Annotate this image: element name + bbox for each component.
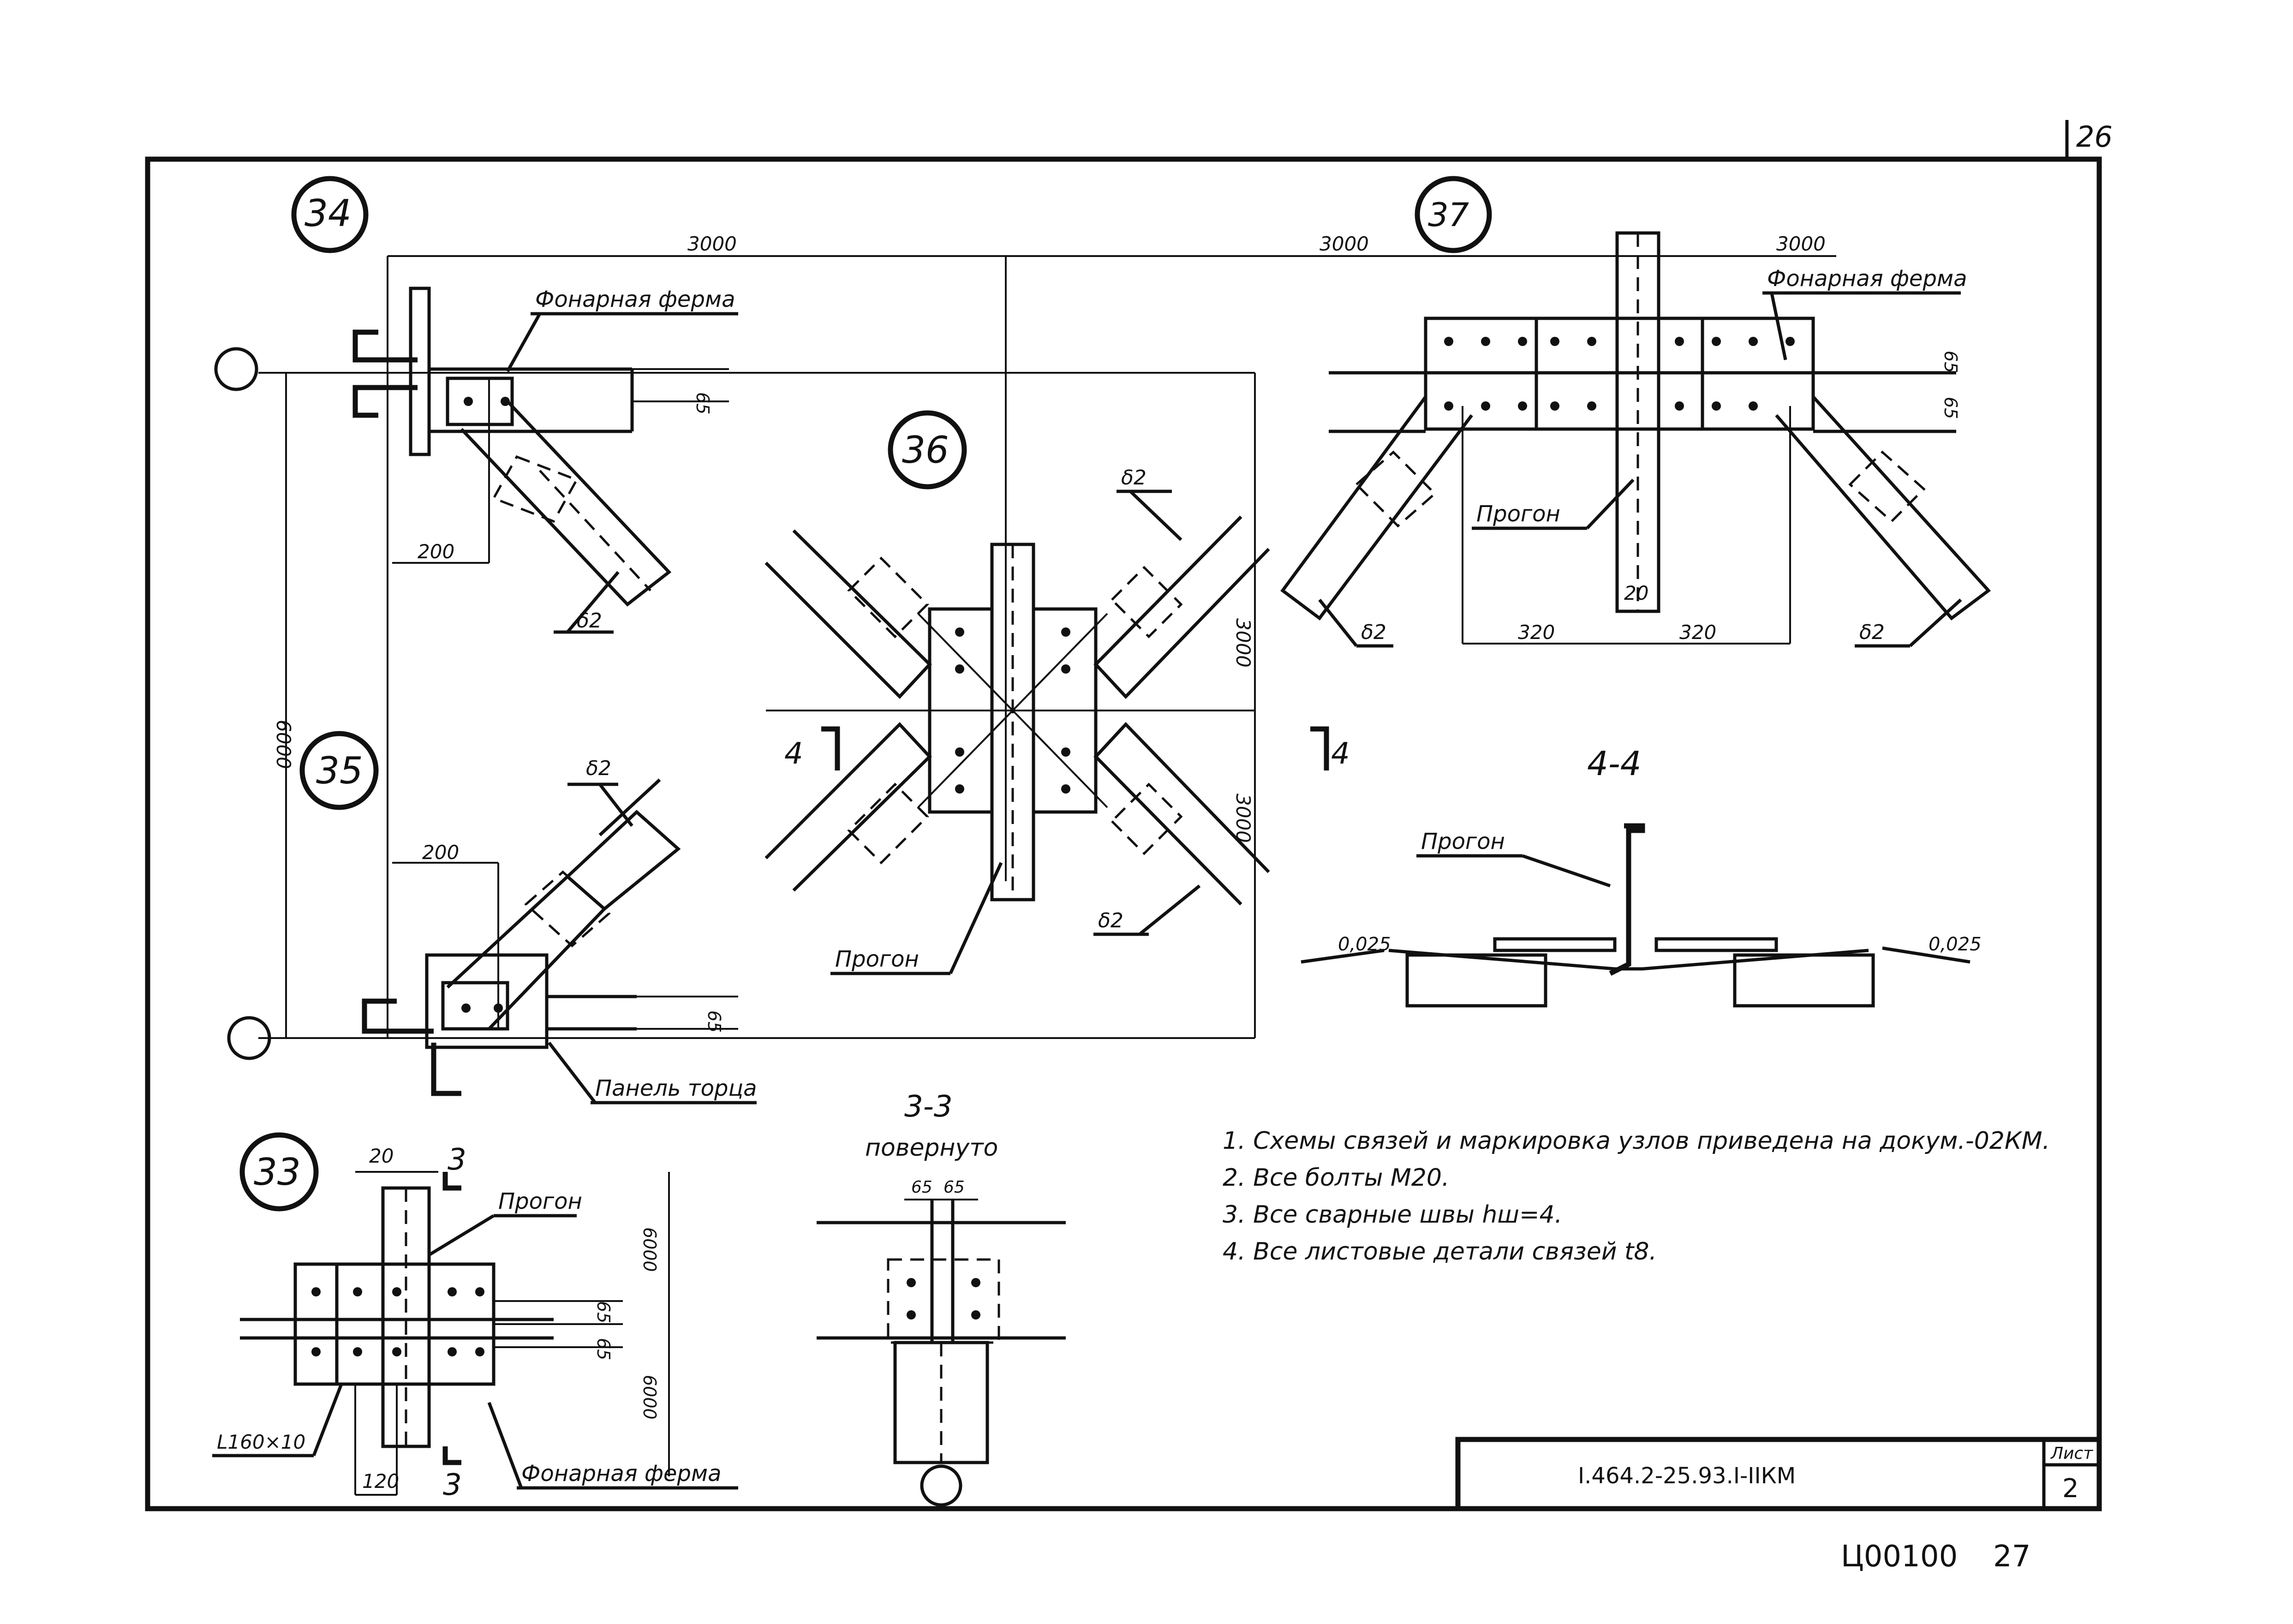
node-37: 37 Фонарная ферма 65 65 Прогон 20 bbox=[1280, 176, 1991, 648]
label-delta2-34: δ2 bbox=[577, 609, 602, 633]
label-delta2-37-left: δ2 bbox=[1361, 621, 1386, 644]
section-3-bottom: 3 bbox=[443, 1468, 462, 1502]
note-2: 2. Все болты М20. bbox=[1223, 1164, 1450, 1192]
section-4-4: 4-4 Прогон 0,025 0,025 bbox=[1301, 744, 1982, 1008]
node-33-bubble bbox=[239, 1132, 319, 1212]
section-3-3-subtitle: повернуто bbox=[865, 1134, 998, 1162]
note-3: 3. Все сварные швы hш=4. bbox=[1223, 1201, 1562, 1229]
title-block-code: I.464.2-25.93.I-IIКМ bbox=[1578, 1463, 1796, 1489]
dim-120-33: 120 bbox=[362, 1470, 399, 1493]
section-3-3-title: 3-3 bbox=[904, 1090, 953, 1124]
page-number: 27 bbox=[1993, 1540, 2030, 1574]
note-4: 4. Все листовые детали связей t8. bbox=[1223, 1238, 1657, 1266]
node-37-number: 37 bbox=[1428, 196, 1469, 234]
node-36-bubble bbox=[888, 410, 967, 490]
dim-6000-33a: 6000 bbox=[639, 1227, 660, 1272]
label-progon-44: Прогон bbox=[1421, 829, 1505, 854]
dim-20-33: 20 bbox=[369, 1145, 394, 1167]
archive-number: Ц00100 bbox=[1841, 1540, 1958, 1574]
label-progon-33: Прогон bbox=[498, 1188, 582, 1214]
label-fonar-ferma-37: Фонарная ферма bbox=[1767, 266, 1967, 292]
label-delta2-36-bottom: δ2 bbox=[1098, 909, 1123, 932]
dim-65-33a: 65 bbox=[593, 1301, 614, 1323]
dim-20-37: 20 bbox=[1624, 582, 1648, 604]
node-33: 33 20 3 Прогон 65 65 6000 6000 L160×10 1… bbox=[212, 1132, 738, 1502]
node-35-bubble bbox=[299, 731, 379, 810]
label-progon-37: Прогон bbox=[1476, 501, 1560, 527]
dim-6000-33b: 6000 bbox=[639, 1375, 660, 1420]
section-4-left: 4 bbox=[784, 737, 803, 771]
dim-65-37b: 65 bbox=[1941, 397, 1961, 419]
dim-3000-right: 3000 bbox=[1776, 233, 1826, 255]
dim-3000-vertical-1: 3000 bbox=[1232, 618, 1254, 668]
section-4-right: 4 bbox=[1331, 737, 1350, 771]
dim-6000-vertical: 6000 bbox=[272, 720, 295, 769]
note-1: 1. Схемы связей и маркировка узлов приве… bbox=[1223, 1127, 2050, 1155]
dim-200-35: 200 bbox=[422, 841, 459, 864]
dim-65-35: 65 bbox=[704, 1010, 724, 1033]
sheet-frame: 26 bbox=[145, 120, 2113, 1511]
label-panel-torca: Панель торца bbox=[595, 1075, 757, 1101]
node-36: 36 δ2 δ2 Прогон 4 bbox=[764, 410, 1350, 975]
section-3-3: 3-3 повернуто 65 65 bbox=[817, 1090, 1066, 1507]
node-36-number: 36 bbox=[902, 429, 949, 472]
label-angle-33: L160×10 bbox=[217, 1431, 305, 1453]
dim-3000-mid: 3000 bbox=[1320, 233, 1369, 255]
node-35-number: 35 bbox=[316, 749, 363, 792]
title-block-sheet-label: Лист bbox=[2050, 1444, 2093, 1463]
section-4-4-title: 4-4 bbox=[1587, 744, 1642, 783]
dim-3000-vertical-2: 3000 bbox=[1232, 794, 1254, 843]
axis-bubble-section-3-3 bbox=[920, 1464, 962, 1507]
slope-left: 0,025 bbox=[1338, 934, 1391, 955]
general-notes: 1. Схемы связей и маркировка узлов приве… bbox=[1223, 1127, 2050, 1266]
node-34: 34 Фонарная ферма 65 200 δ2 bbox=[291, 176, 738, 634]
axis-bubble-bottom bbox=[227, 1016, 271, 1060]
axis-bubble-top bbox=[214, 347, 258, 391]
node-34-bubble bbox=[291, 176, 369, 253]
dim-200-34: 200 bbox=[418, 540, 454, 563]
dim-320-a: 320 bbox=[1518, 621, 1555, 644]
dim-65-33b: 65 bbox=[593, 1338, 614, 1360]
node-37-bubble bbox=[1415, 176, 1492, 253]
slope-right: 0,025 bbox=[1929, 934, 1982, 955]
dim-65-ss-a: 65 bbox=[911, 1178, 932, 1197]
section-3-top: 3 bbox=[448, 1143, 466, 1177]
label-delta2-37-right: δ2 bbox=[1859, 621, 1885, 644]
title-block: I.464.2-25.93.I-IIКМ Лист 2 bbox=[1455, 1437, 2102, 1511]
dim-65-34: 65 bbox=[693, 392, 713, 414]
node-34-number: 34 bbox=[305, 192, 352, 235]
label-fonar-ferma-33: Фонарная ферма bbox=[521, 1461, 722, 1487]
dim-65-ss-b: 65 bbox=[943, 1178, 965, 1197]
node-35: 35 200 65 δ2 Панель торца bbox=[299, 731, 757, 1105]
label-fonar-ferma-34: Фонарная ферма bbox=[535, 287, 735, 312]
label-delta2-35: δ2 bbox=[586, 757, 611, 780]
dim-65-37a: 65 bbox=[1941, 351, 1961, 373]
title-block-sheet-number: 2 bbox=[2062, 1474, 2079, 1504]
label-progon-36: Прогон bbox=[835, 946, 919, 972]
label-delta2-36-top: δ2 bbox=[1121, 466, 1146, 490]
sheet-corner-number: 26 bbox=[2076, 120, 2113, 154]
node-33-number: 33 bbox=[254, 1151, 301, 1194]
dim-3000-left: 3000 bbox=[687, 233, 737, 255]
dim-320-b: 320 bbox=[1679, 621, 1716, 644]
